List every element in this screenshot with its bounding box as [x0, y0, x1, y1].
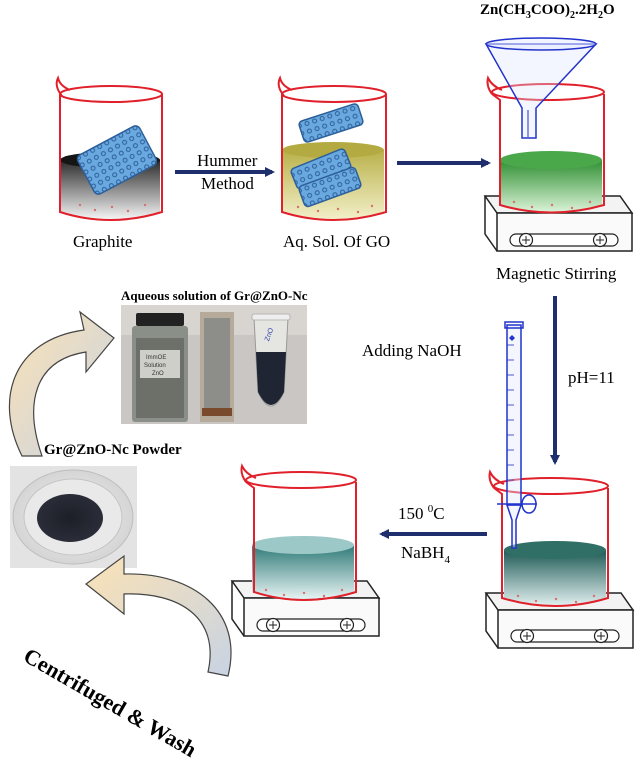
vial-label-line-2: Solution [144, 363, 166, 369]
nabh4-label: NaBH4 [401, 543, 450, 566]
ph-label: pH=11 [568, 368, 615, 387]
hummer-label-1: Hummer [197, 151, 258, 170]
magnetic-stirring-label: Magnetic Stirring [496, 264, 617, 283]
funnel-icon [484, 37, 598, 139]
curved-arrow-icon [8, 310, 115, 457]
beaker-go [277, 75, 387, 221]
tube-mark: ZnO [264, 327, 275, 343]
powder-label: Gr@ZnO-Nc Powder [44, 442, 182, 458]
burette-icon [497, 321, 537, 549]
powder-photo [10, 466, 137, 568]
graphite-label: Graphite [73, 232, 132, 251]
beaker-final [240, 463, 357, 601]
adding-naoh-label: Adding NaOH [362, 341, 462, 360]
temperature-label: 150 0C [398, 503, 445, 523]
hummer-label-2: Method [201, 174, 254, 193]
zn-formula-label: Zn(CH3COO)2.2H2O [480, 2, 615, 21]
vial-label-line-3: ZnO [152, 371, 164, 377]
aqueous-photo: ImmOE Solution ZnO ZnO [121, 305, 307, 424]
aq-go-label: Aq. Sol. Of GO [283, 232, 390, 251]
centrifuged-label: Centrifuged & Wash [20, 643, 202, 762]
aqueous-solution-label: Aqueous solution of Gr@ZnO-Nc [121, 288, 308, 303]
graphene-sheet-icon [290, 103, 364, 208]
curved-arrow-icon [85, 554, 232, 677]
beaker-zn [486, 75, 605, 214]
graphene-sheet-icon [76, 125, 158, 195]
beaker-graphite [55, 75, 163, 221]
beaker-naoh [488, 469, 609, 607]
vial-label-line-1: ImmOE [146, 355, 166, 361]
